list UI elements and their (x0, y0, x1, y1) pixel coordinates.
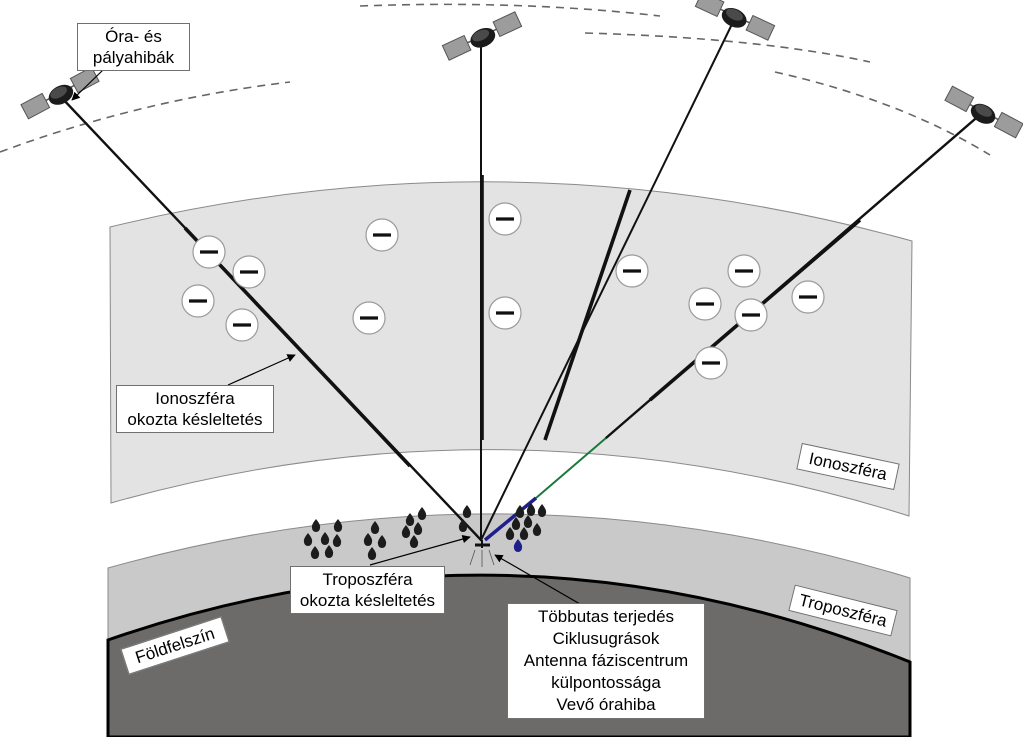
ionosphere-layer (109, 181, 913, 517)
electron-minus-icon (694, 346, 728, 380)
electron-minus-icon (791, 280, 825, 314)
water-droplet-icon (532, 523, 542, 536)
label-arrows (71, 69, 581, 605)
satellite-icon (944, 85, 1023, 139)
electron-minus-icon (192, 235, 226, 269)
orbit-arcs (0, 3, 991, 156)
water-droplet-icon (370, 521, 380, 534)
electron-minus-icon (488, 202, 522, 236)
electron-minus-icon (181, 284, 215, 318)
water-droplet-icon (519, 527, 529, 540)
water-droplets (303, 503, 547, 560)
electron-minus-icon (352, 301, 386, 335)
water-droplet-icon (458, 519, 468, 532)
water-droplet-icon (310, 546, 320, 559)
receiver-error-label: Többutas terjedés Ciklusugrások Antenna … (507, 603, 705, 719)
water-droplet-icon (413, 522, 423, 535)
water-droplet-icon (311, 519, 321, 532)
water-droplet-icon (417, 507, 427, 520)
water-droplet-icon (526, 503, 536, 516)
water-droplet-icon (332, 534, 342, 547)
water-droplet-icon (333, 519, 343, 532)
water-droplet-icon (462, 505, 472, 518)
water-droplet-icon (505, 527, 515, 540)
electron-minus-icon (688, 287, 722, 321)
water-droplet-icon (537, 504, 547, 517)
satellites (20, 0, 1023, 139)
satellite-icon (20, 66, 100, 120)
water-droplet-icon (405, 513, 415, 526)
electron-minus-icon (488, 296, 522, 330)
water-droplet-icon (377, 535, 387, 548)
electron-minus-icon (365, 218, 399, 252)
water-droplet-icon (401, 525, 411, 538)
electron-minus-icon (615, 254, 649, 288)
ionosphere-delay-label: Ionoszféra okozta késleltetés (116, 385, 274, 433)
electron-minus-icon (734, 298, 768, 332)
tropo-signal-segment (535, 437, 607, 499)
water-droplet-icon (367, 547, 377, 560)
water-droplet-icon (515, 505, 525, 518)
water-droplet-icon (523, 515, 533, 528)
clock-orbit-error-label: Óra- és pályahibák (77, 23, 190, 71)
troposphere-delay-label: Troposzféra okozta késleltetés (290, 566, 445, 614)
water-droplet-icon (513, 539, 523, 552)
water-droplet-icon (303, 533, 313, 546)
electron-minus-icon (727, 254, 761, 288)
water-droplet-icon (320, 532, 330, 545)
water-droplet-icon (363, 533, 373, 546)
electrons (181, 202, 825, 380)
water-droplet-icon (511, 517, 521, 530)
satellite-icon (694, 0, 776, 41)
multipath-segment (483, 496, 538, 542)
electron-minus-icon (232, 255, 266, 289)
electron-minus-icon (225, 308, 259, 342)
satellite-icon (441, 11, 523, 61)
receiver-antenna-icon (469, 540, 495, 567)
water-droplet-icon (409, 535, 419, 548)
water-droplet-icon (324, 545, 334, 558)
